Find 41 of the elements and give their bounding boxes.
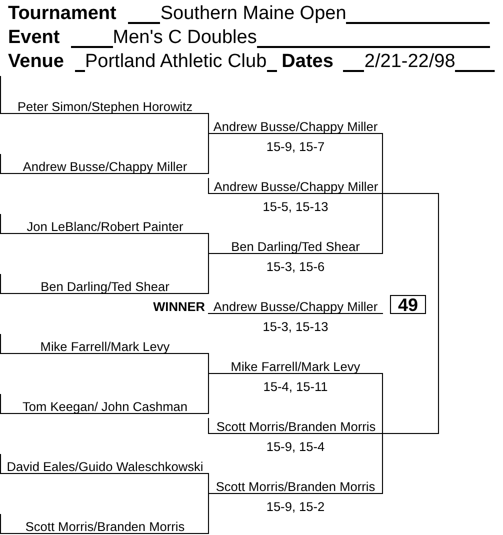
field-label: Venue — [8, 52, 64, 72]
bracket-line — [382, 373, 383, 434]
score-text: 15-3, 15-6 — [266, 260, 325, 273]
bracket-slot: Peter Simon/Stephen Horowitz — [0, 76, 209, 114]
winner-heading: WINNER — [153, 300, 205, 313]
bracket-slot: Scott Morris/Branden Morris — [0, 514, 209, 534]
score-text: 15-3, 15-13 — [262, 320, 328, 333]
bracket-line — [208, 373, 209, 414]
field-label: Dates — [282, 52, 334, 72]
bracket-line — [208, 233, 209, 254]
bracket-line — [208, 113, 209, 134]
field-label: Tournament — [8, 4, 116, 24]
bracket-slot: Scott Morris/Branden Morris — [208, 476, 383, 494]
score-text: 15-9, 15-7 — [266, 140, 325, 153]
bracket-line — [208, 253, 209, 294]
number-box: 49 — [390, 295, 426, 314]
bracket-line — [208, 133, 209, 174]
score-text: 15-4, 15-11 — [263, 380, 328, 393]
bracket-line — [208, 353, 209, 374]
bracket-line — [208, 493, 209, 534]
bracket-line — [382, 433, 383, 494]
bracket-line — [382, 133, 383, 194]
bracket-slot: Tom Keegan/ John Cashman — [0, 394, 209, 414]
field-label: Event — [8, 28, 60, 48]
bracket-slot: Andrew Busse/Chappy Miller — [0, 154, 209, 174]
bracket-slot: Mike Farrell/Mark Levy — [208, 356, 383, 374]
bracket-slot: Ben Darling/Ted Shear — [0, 274, 209, 294]
bracket-slot: Mike Farrell/Mark Levy — [0, 334, 209, 354]
bracket-slot: Jon LeBlanc/Robert Painter — [0, 214, 209, 234]
bracket-slot: Andrew Busse/Chappy Miller — [208, 116, 383, 134]
bracket-slot: David Eales/Guido Waleschkowski — [0, 454, 209, 474]
bracket-slot: Scott Morris/Branden Morris — [208, 418, 383, 434]
score-text: 15-5, 15-13 — [262, 200, 328, 213]
bracket-slot: Ben Darling/Ted Shear — [208, 236, 383, 254]
bracket-line — [382, 193, 439, 434]
bracket-slot: Andrew Busse/Chappy Miller — [208, 178, 383, 194]
score-text: 15-9, 15-2 — [266, 500, 325, 513]
bracket-line — [208, 473, 209, 494]
team-name: Andrew Busse/Chappy Miller — [212, 300, 379, 313]
score-text: 15-9, 15-4 — [266, 440, 325, 453]
bracket-line — [382, 193, 383, 254]
